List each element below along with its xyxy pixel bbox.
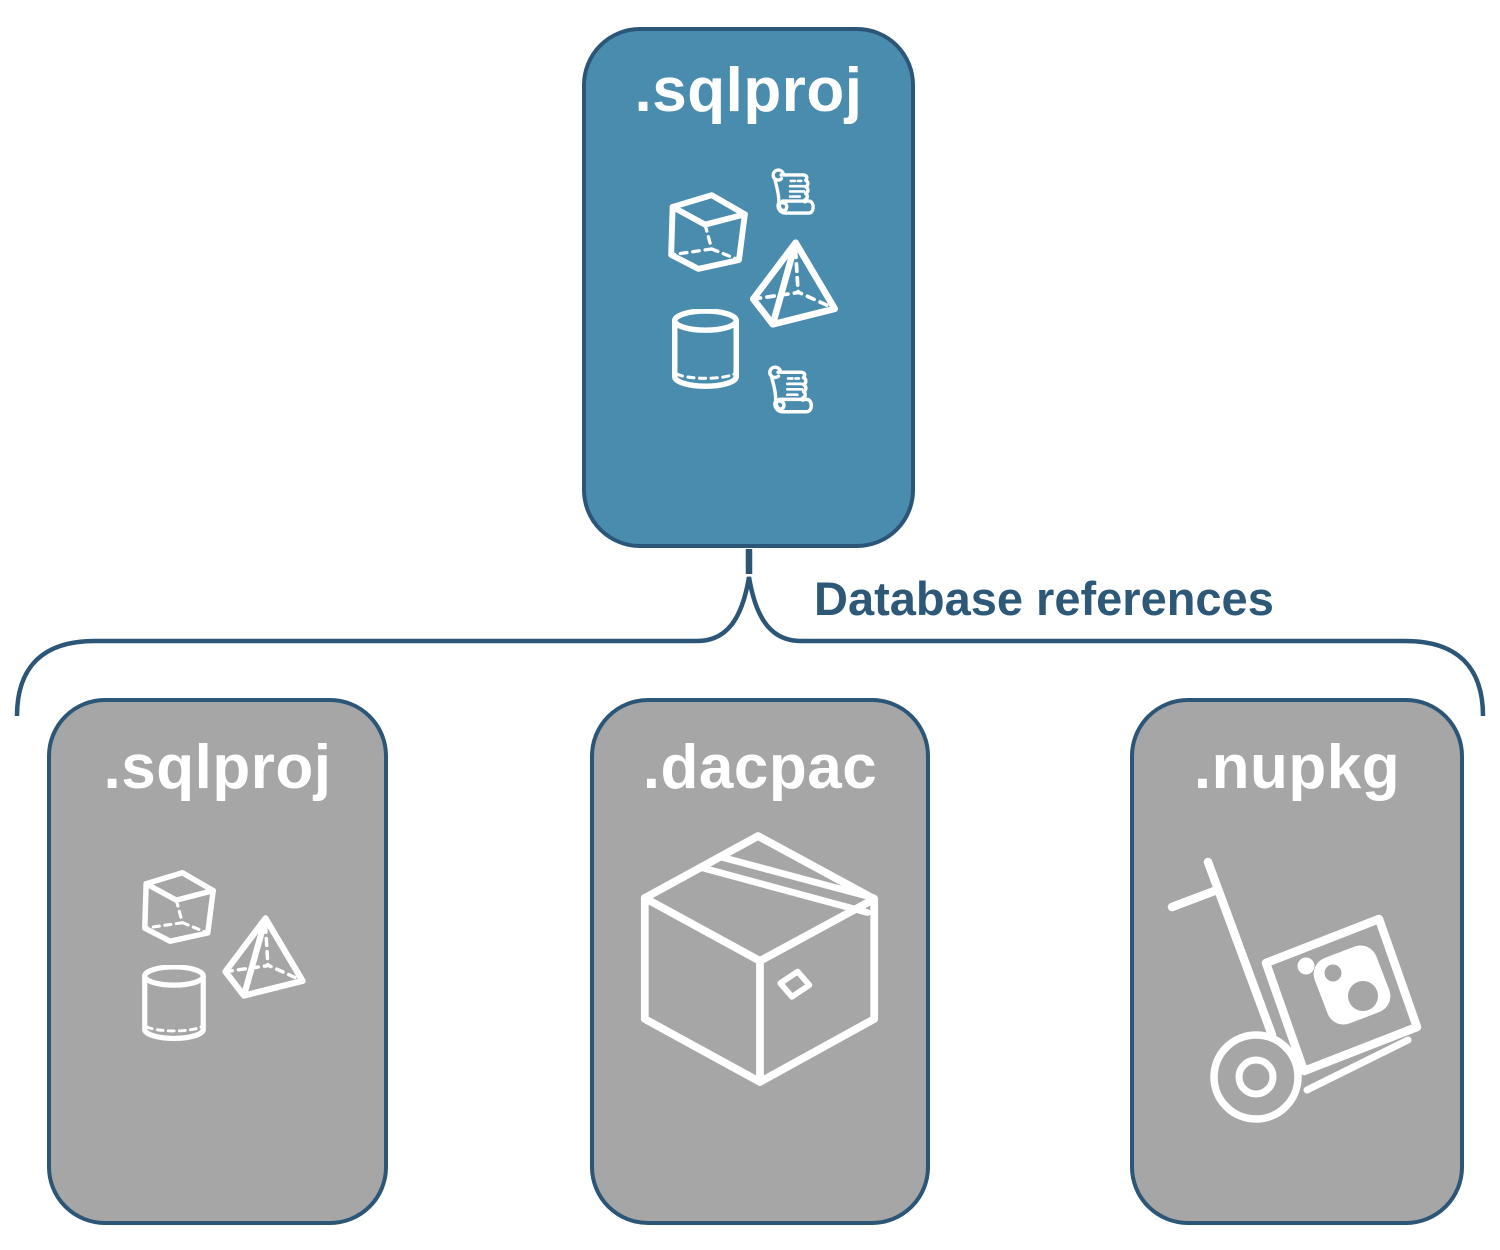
- scroll-icon: [768, 365, 814, 414]
- pyramid-icon: [222, 915, 306, 999]
- node-root-title: .sqlproj: [634, 56, 863, 125]
- cylinder-icon: [142, 965, 206, 1042]
- node-child-nupkg: .nupkg: [1130, 698, 1464, 1225]
- nuget-logo: [1313, 945, 1391, 1025]
- node-child-dacpac: .dacpac: [590, 698, 930, 1225]
- node-root-sqlproj: .sqlproj: [582, 27, 915, 548]
- nuget-hand-truck-icon: [1167, 857, 1422, 1123]
- node-child-sqlproj: .sqlproj: [47, 698, 388, 1225]
- cube-icon: [668, 192, 748, 272]
- connector-label: Database references: [814, 572, 1274, 625]
- package-box-icon: [640, 832, 879, 1086]
- cylinder-icon: [672, 309, 739, 389]
- cube-icon: [142, 870, 216, 944]
- node-child-title: .sqlproj: [103, 733, 332, 802]
- node-child-title: .dacpac: [642, 733, 878, 802]
- node-child-title: .nupkg: [1193, 733, 1401, 802]
- pyramid-icon: [749, 239, 839, 328]
- scroll-icon: [771, 168, 815, 215]
